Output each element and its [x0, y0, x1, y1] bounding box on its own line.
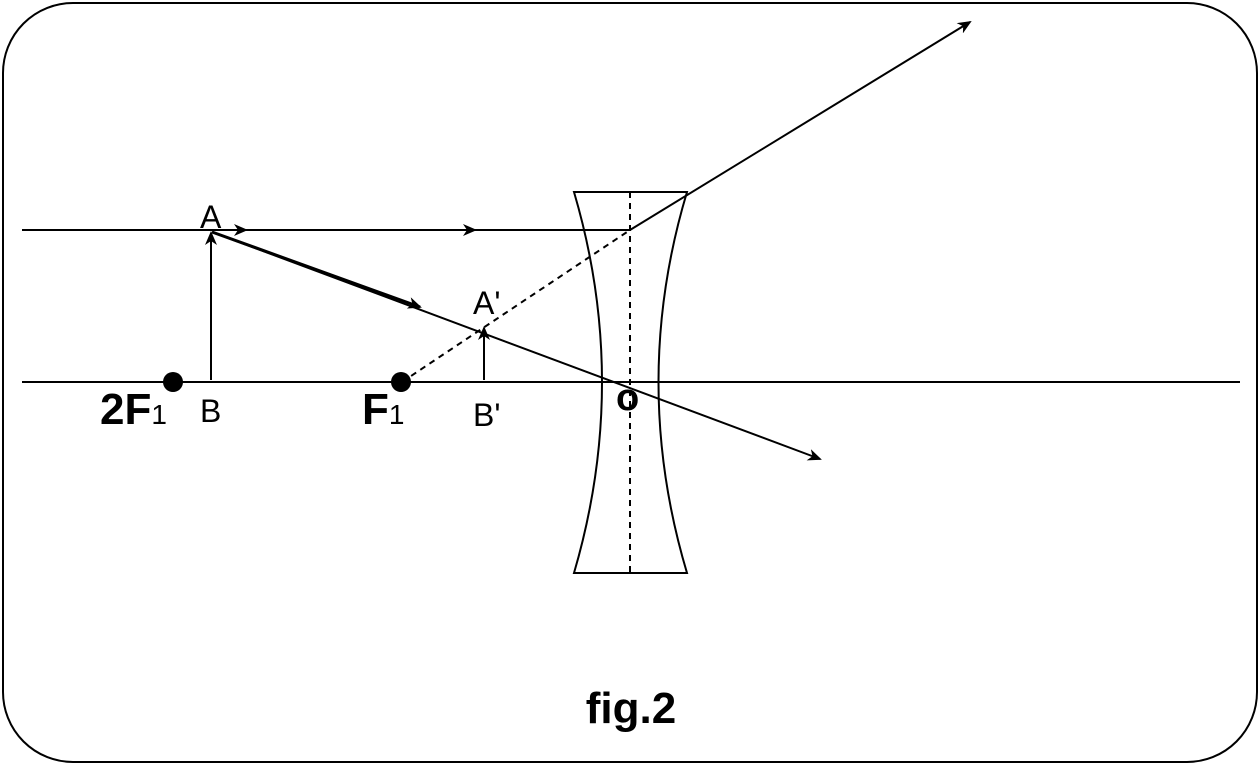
focus-point [391, 372, 411, 392]
label-optical-center: o [616, 377, 639, 419]
virtual-ray-extension [401, 229, 631, 383]
label-focus: F1 [362, 385, 404, 434]
twice-focus-point [163, 372, 183, 392]
label-focus-main: F [362, 385, 389, 434]
label-a: A [200, 199, 222, 235]
refracted-diverging-ray [629, 20, 972, 231]
label-twice-focus-main: 2F [100, 385, 151, 434]
label-b: B [200, 393, 221, 429]
central-ray-mid-arrow [211, 230, 422, 309]
concave-lens [572, 191, 689, 574]
label-twice-focus: 2F1 [100, 385, 167, 434]
label-image-a: A' [473, 285, 500, 321]
label-twice-focus-sub: 1 [151, 399, 167, 430]
label-focus-sub: 1 [389, 399, 405, 430]
figure-caption: fig.2 [586, 684, 676, 733]
label-image-b: B' [473, 397, 500, 433]
